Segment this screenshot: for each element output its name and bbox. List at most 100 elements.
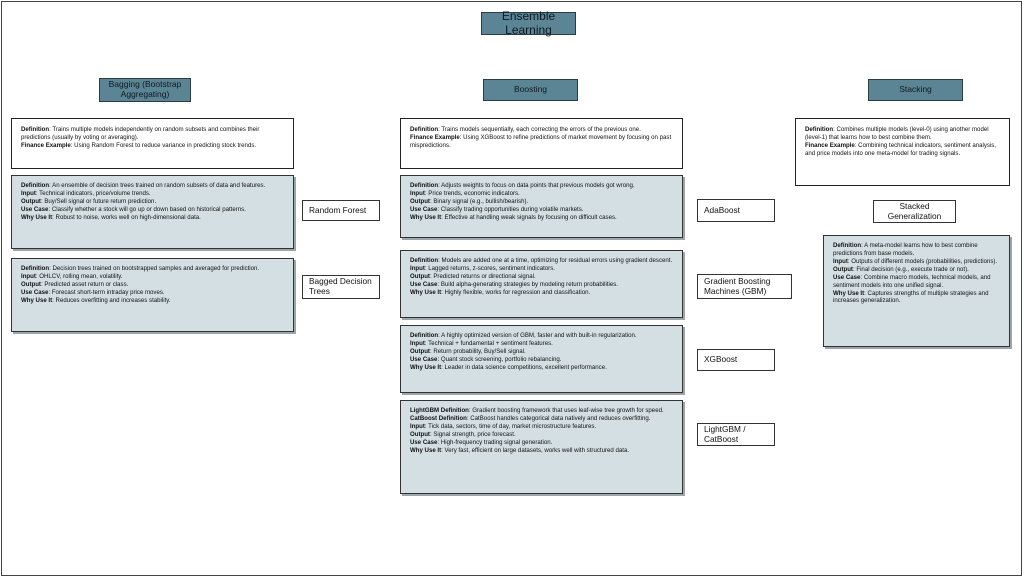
detail-key: Definition (410, 332, 439, 339)
stacking-title: Stacking (868, 79, 963, 101)
detail-line: Why Use It: Captures strengths of multip… (833, 290, 1000, 306)
detail-value: : Forecast short-term intraday price mov… (48, 288, 165, 296)
gbm-details: Definition: Models are added one at a ti… (400, 250, 683, 318)
detail-line: Output: Binary signal (e.g., bullish/bea… (410, 198, 673, 206)
detail-line: Finance Example: Using Random Forest to … (21, 142, 284, 150)
random-forest-label: Random Forest (302, 200, 380, 221)
detail-value: : Binary signal (e.g., bullish/bearish). (429, 197, 529, 205)
detail-key: Input (21, 189, 36, 197)
detail-key: Definition (21, 265, 50, 272)
detail-value: : Combine macro models, technical models… (833, 273, 991, 289)
detail-line: Definition: Trains models sequentially, … (410, 126, 673, 134)
detail-value: : Robust to noise, works well on high-di… (52, 213, 201, 221)
detail-line: Output: Final decision (e.g., execute tr… (833, 266, 1000, 274)
detail-line: Output: Predicted returns or directional… (410, 273, 673, 281)
detail-line: Output: Return probability, Buy/Sell sig… (410, 348, 673, 356)
detail-key: LightGBM Definition (410, 407, 469, 414)
detail-value: : Technical + fundamental + sentiment fe… (424, 339, 553, 347)
detail-key: Output (410, 197, 430, 205)
detail-key: Output (21, 197, 41, 205)
xgboost-details: Definition: A highly optimized version o… (400, 325, 683, 393)
detail-value: : CatBoost handles categorical data nati… (466, 414, 651, 422)
detail-key: Why Use It (21, 296, 53, 304)
bagging-title: Bagging (Bootstrap Aggregating) (99, 78, 191, 102)
stacked-generalization-details: Definition: A meta-model learns how to b… (823, 235, 1010, 347)
detail-line: Definition: Adjusts weights to focus on … (410, 182, 673, 190)
bagged-trees-label: Bagged Decision Trees (302, 275, 380, 299)
detail-key: Definition (410, 126, 439, 133)
detail-key: Output (410, 272, 430, 280)
detail-key: Output (21, 280, 41, 288)
detail-key: Why Use It (410, 213, 442, 221)
detail-key: Why Use It (833, 289, 865, 297)
detail-line: Use Case: Build alpha-generating strateg… (410, 281, 673, 289)
detail-key: CatBoost Definition (410, 414, 467, 422)
bagged-trees-details: Definition: Decision trees trained on bo… (11, 258, 294, 332)
gbm-label: Gradient Boosting Machines (GBM) (697, 274, 792, 299)
detail-line: Definition: Models are added one at a ti… (410, 257, 673, 265)
detail-value: : Captures strengths of multiple strateg… (833, 289, 989, 305)
detail-line: Use Case: Forecast short-term intraday p… (21, 289, 284, 297)
detail-value: : Quant stock screening, portfolio rebal… (437, 355, 562, 363)
detail-value: : Predicted returns or directional signa… (429, 272, 536, 280)
detail-line: Why Use It: Highly flexible, works for r… (410, 289, 673, 297)
detail-line: Why Use It: Robust to noise, works well … (21, 214, 284, 222)
detail-value: : Combining technical indicators, sentim… (805, 141, 997, 157)
detail-line: Definition: Trains multiple models indep… (21, 126, 284, 142)
detail-line: Definition: A meta-model learns how to b… (833, 242, 1000, 258)
detail-value: : Trains multiple models independently o… (21, 126, 260, 141)
detail-value: : Leader in data science competitions, e… (441, 363, 607, 371)
detail-value: : Classify whether a stock will go up or… (48, 205, 246, 213)
stacking-summary: Definition: Combines multiple models (le… (795, 118, 1010, 186)
detail-line: Input: Outputs of different models (prob… (833, 258, 1000, 266)
detail-value: : Gradient boosting framework that uses … (468, 407, 664, 414)
detail-value: : Using Random Forest to reduce variance… (70, 141, 257, 149)
detail-value: : Adjusts weights to focus on data point… (438, 182, 635, 189)
detail-line: Definition: Combines multiple models (le… (805, 126, 1000, 142)
detail-key: Use Case (410, 438, 438, 446)
detail-line: Input: Price trends, economic indicators… (410, 190, 673, 198)
main-title: Ensemble Learning (481, 9, 576, 36)
detail-line: Definition: A highly optimized version o… (410, 332, 673, 340)
detail-line: Input: Lagged returns, z-scores, sentime… (410, 265, 673, 273)
random-forest-details: Definition: An ensemble of decision tree… (11, 175, 294, 249)
detail-line: Input: Technical indicators, price/volum… (21, 190, 284, 198)
detail-line: Finance Example: Combining technical ind… (805, 142, 1000, 158)
detail-line: Use Case: Classify whether a stock will … (21, 206, 284, 214)
detail-value: : Lagged returns, z-scores, sentiment in… (424, 264, 555, 272)
detail-line: Use Case: High-frequency trading signal … (410, 439, 673, 447)
detail-value: : Effective at handling weak signals by … (441, 213, 617, 221)
detail-key: Use Case (21, 288, 49, 296)
detail-value: : A highly optimized version of GBM, fas… (438, 332, 637, 339)
detail-key: Input (410, 422, 425, 430)
detail-line: Why Use It: Very fast, efficient on larg… (410, 447, 673, 455)
detail-value: : Buy/Sell signal or future return predi… (40, 197, 157, 205)
detail-key: Definition (21, 126, 50, 133)
detail-value: : Price trends, economic indicators. (424, 189, 520, 197)
detail-key: Definition (410, 182, 439, 189)
detail-line: Finance Example: Using XGBoost to refine… (410, 134, 673, 150)
detail-key: Finance Example (805, 141, 855, 149)
detail-key: Why Use It (410, 363, 442, 371)
detail-line: Input: Tick data, sectors, time of day, … (410, 423, 673, 431)
detail-key: Finance Example (410, 133, 460, 141)
adaboost-details: Definition: Adjusts weights to focus on … (400, 175, 683, 238)
detail-line: Use Case: Quant stock screening, portfol… (410, 356, 673, 364)
xgboost-label: XGBoost (697, 349, 775, 371)
detail-key: Use Case (410, 205, 438, 213)
lightgbm-catboost-label: LightGBM / CatBoost (697, 423, 775, 446)
detail-value: : Final decision (e.g., execute trade or… (852, 265, 969, 273)
detail-key: Output (410, 430, 430, 438)
detail-value: : OHLCV, rolling mean, volatility. (35, 272, 123, 280)
detail-value: : Signal strength, price forecast. (429, 430, 516, 438)
detail-key: Use Case (833, 273, 861, 281)
detail-key: Input (21, 272, 36, 280)
detail-line: Definition: An ensemble of decision tree… (21, 182, 284, 190)
detail-line: Input: Technical + fundamental + sentime… (410, 340, 673, 348)
detail-value: : An ensemble of decision trees trained … (49, 182, 266, 189)
detail-value: : Trains models sequentially, each corre… (438, 126, 641, 133)
detail-line: Why Use It: Effective at handling weak s… (410, 214, 673, 222)
detail-key: Input (410, 264, 425, 272)
detail-key: Finance Example (21, 141, 71, 149)
